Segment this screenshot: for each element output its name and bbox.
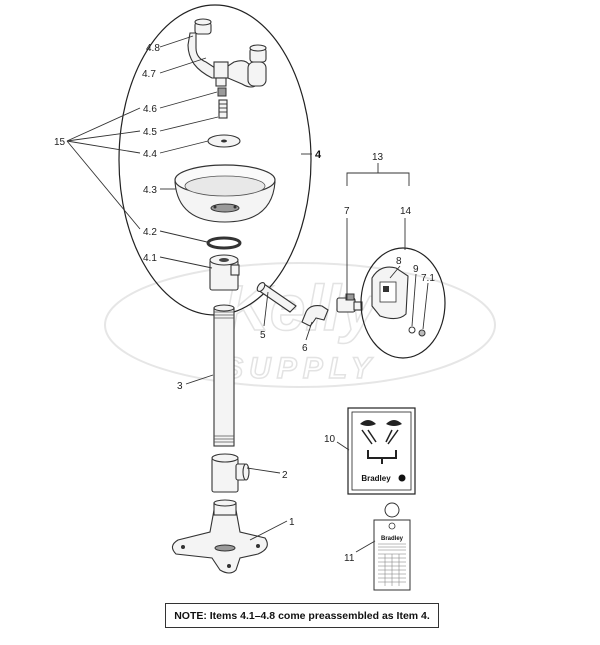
label-5: 5	[260, 330, 266, 341]
bowl-part	[174, 164, 276, 223]
o-ring-part	[206, 236, 242, 250]
label-1: 1	[289, 517, 295, 528]
label-4-6: 4.6	[143, 104, 157, 115]
label-4-3: 4.3	[143, 185, 157, 196]
label-7-1: 7.1	[421, 273, 435, 284]
label-7: 7	[344, 206, 350, 217]
label-3: 3	[177, 381, 183, 392]
handle-plate-part	[371, 266, 409, 320]
pipe-nipple-part	[256, 282, 297, 313]
label-4-5: 4.5	[143, 127, 157, 138]
floor-base-part	[171, 499, 268, 574]
eyewash-head-part	[187, 18, 267, 88]
vertical-pipe-part	[213, 304, 235, 447]
label-8: 8	[396, 256, 402, 267]
valve-kit-group-outline	[360, 247, 446, 359]
screw-part	[418, 329, 426, 337]
sign-brand-text: Bradley	[361, 474, 391, 483]
leader-lines	[66, 35, 429, 553]
label-13: 13	[372, 152, 384, 163]
watermark-line2: SUPPLY	[223, 352, 377, 385]
label-4: 4	[315, 149, 322, 161]
label-4-8: 4.8	[146, 43, 160, 54]
assembly-note-box: NOTE: Items 4.1–4.8 come preassembled as…	[165, 603, 439, 628]
label-11: 11	[344, 553, 355, 564]
eyewash-sign-part: Bradley	[347, 407, 416, 495]
gasket-disc-part	[207, 134, 241, 148]
tee-fitting-part	[211, 453, 250, 493]
label-15: 15	[54, 137, 66, 148]
washer-part	[408, 326, 416, 334]
flange-fitting-part	[209, 254, 240, 291]
label-10: 10	[324, 434, 336, 445]
label-4-7: 4.7	[142, 69, 156, 80]
label-14: 14	[400, 206, 412, 217]
label-4-1: 4.1	[143, 253, 157, 264]
label-4-4: 4.4	[143, 149, 157, 160]
inspection-tag-part: Bradley	[373, 502, 411, 591]
label-2: 2	[282, 470, 288, 481]
assembly-note-text: NOTE: Items 4.1–4.8 come preassembled as…	[174, 609, 430, 622]
tag-brand-text: Bradley	[381, 536, 404, 542]
watermark: Kelly SUPPLY	[104, 262, 496, 388]
label-6: 6	[302, 343, 308, 354]
nipple-part	[217, 87, 228, 119]
label-9: 9	[413, 264, 419, 275]
label-4-2: 4.2	[143, 227, 157, 238]
part-labels: 4.8 4.7 4.6 4.5 4.4 4.3 4.2 4.1 15 4 13 …	[54, 43, 435, 564]
valve-part	[336, 293, 363, 313]
